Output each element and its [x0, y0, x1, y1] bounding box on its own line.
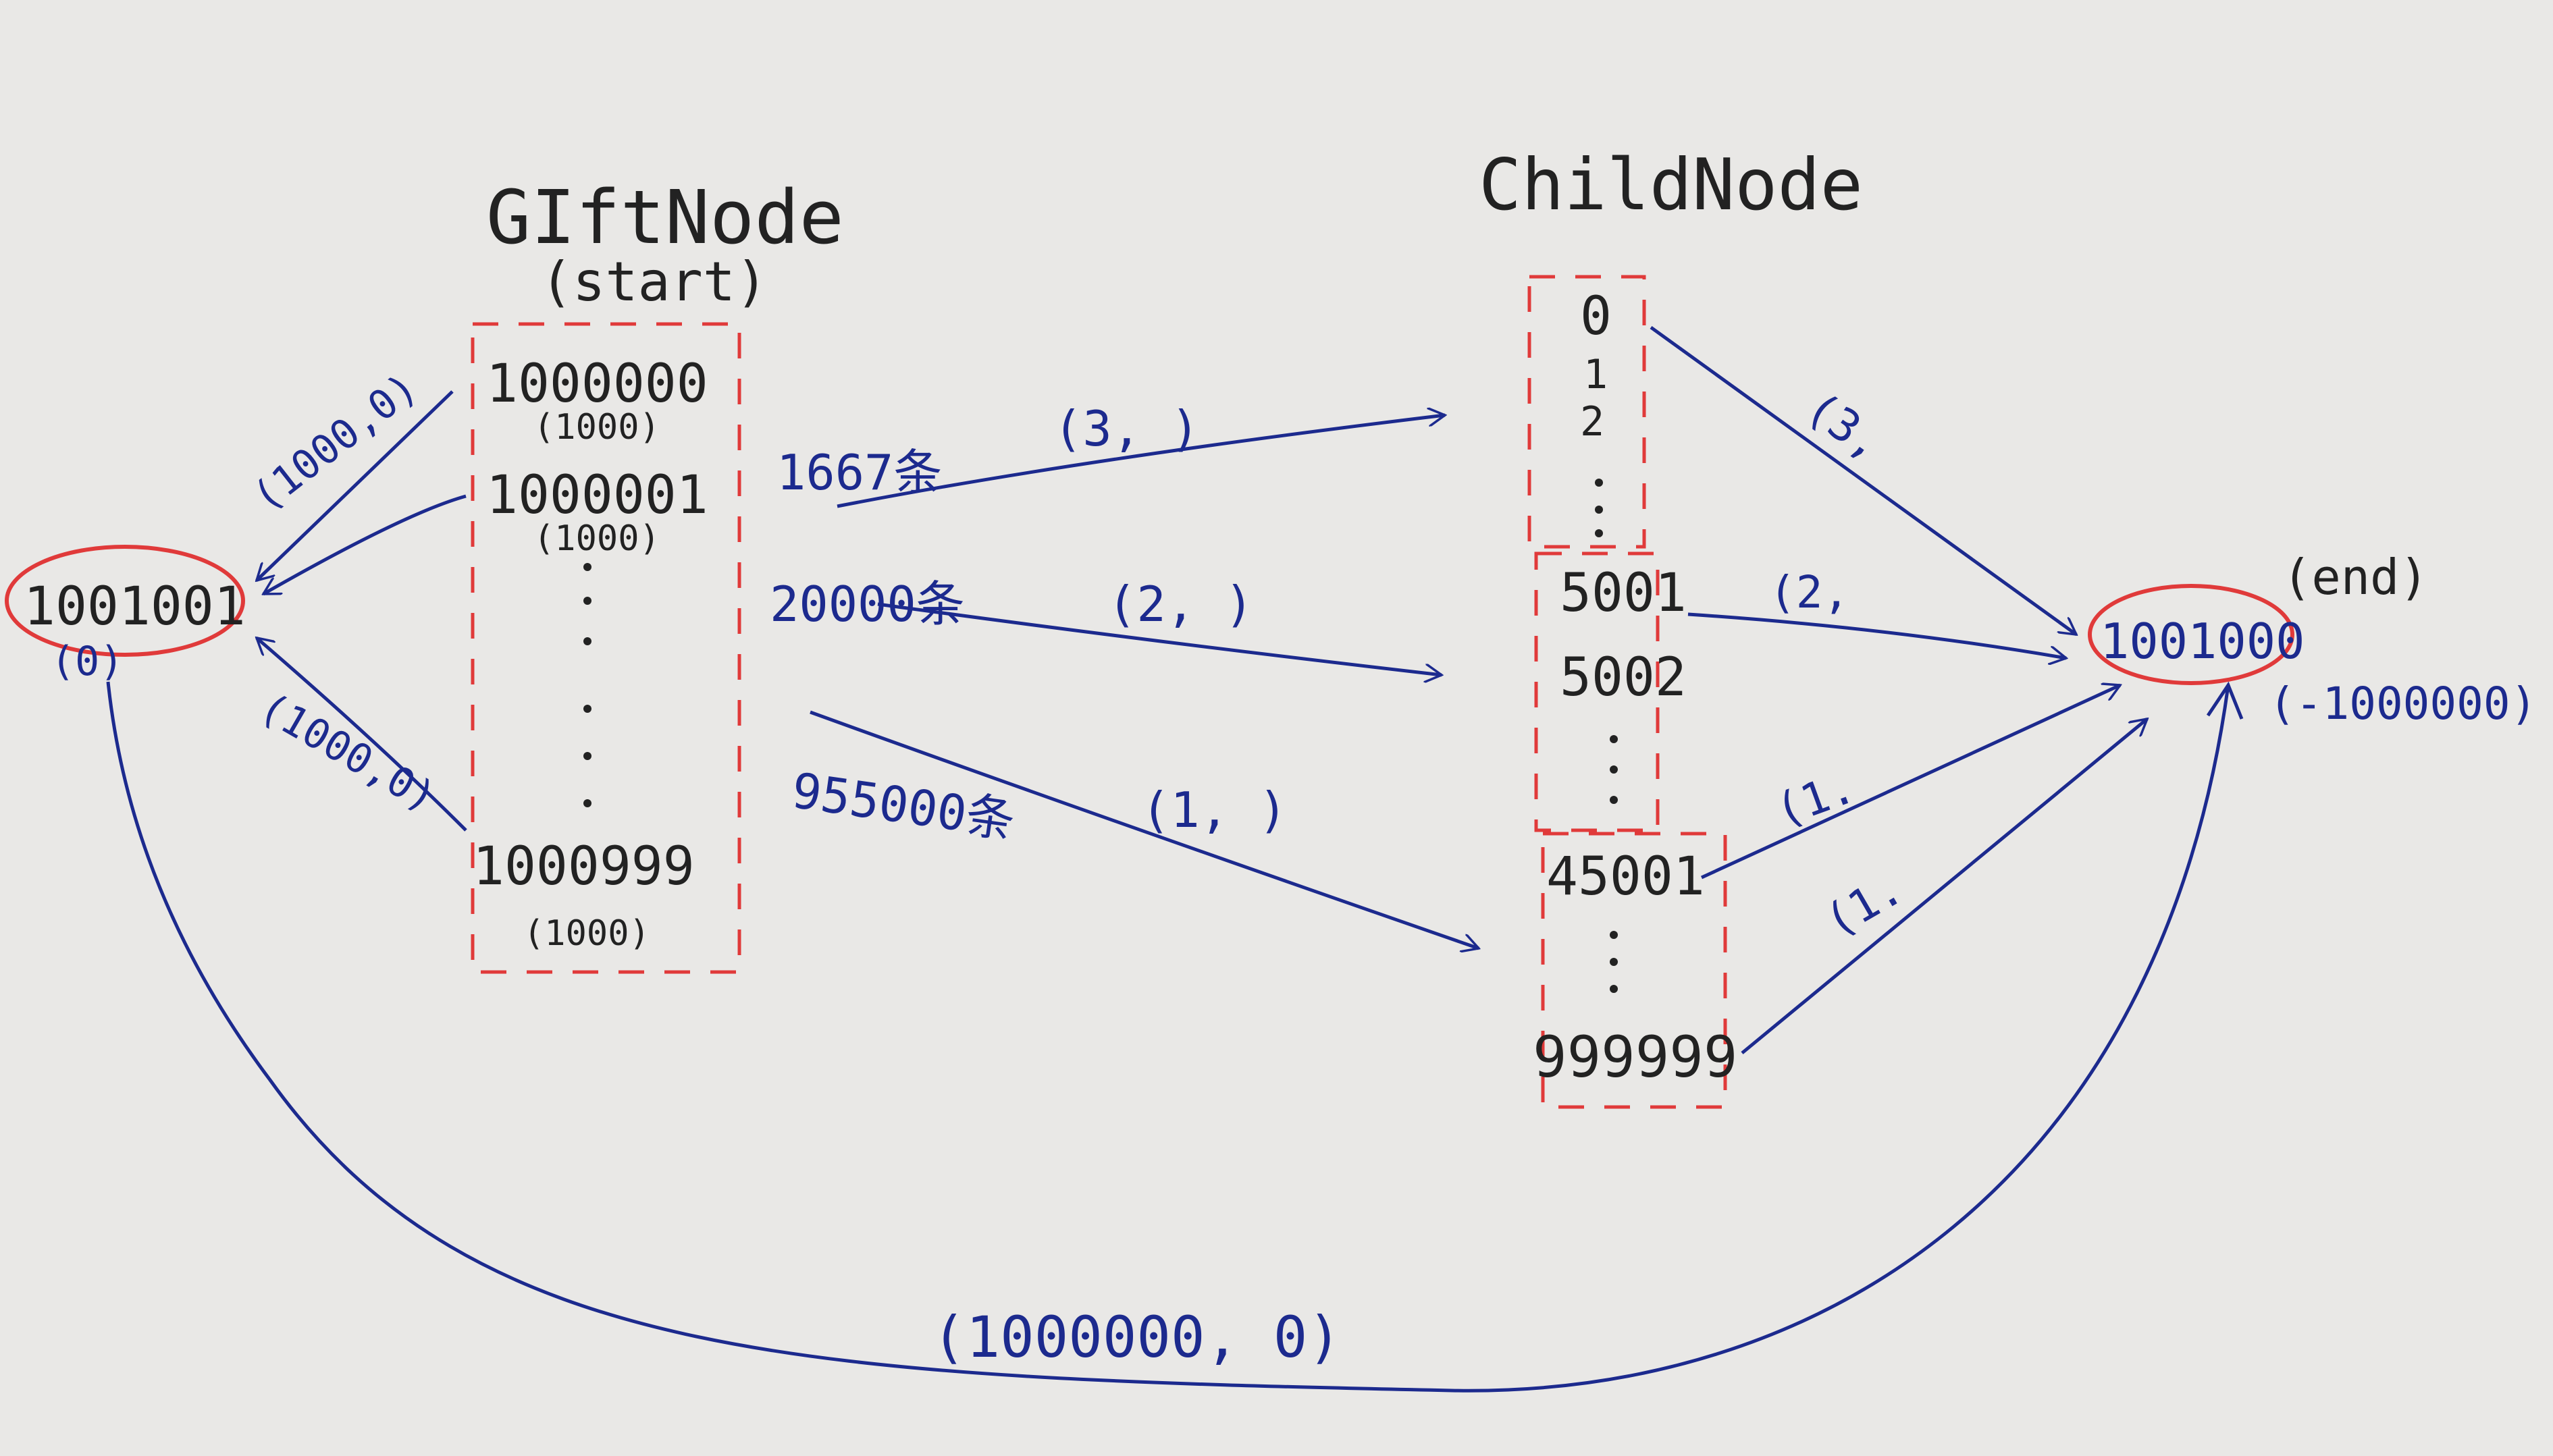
child-item-2: 2	[1580, 398, 1604, 446]
child-ellipsis-3	[1610, 931, 1618, 993]
edge-child5001-sink	[1687, 612, 2066, 658]
edge-child0-sink	[1650, 325, 2076, 635]
edge-group-2-count: 20000条	[770, 576, 965, 632]
child-group-box-2	[1534, 551, 1660, 832]
edge-gift3-source	[257, 638, 467, 832]
edge-group-2-label: (2, )	[1107, 576, 1254, 632]
child-to-sink-edges	[1650, 325, 2147, 1054]
edge-child999999-sink	[1741, 719, 2147, 1054]
gift-item-3-cap: (1000)	[523, 913, 650, 954]
sink-node-demand: (-1000000)	[2269, 678, 2537, 730]
edge-gift2-source	[263, 494, 467, 596]
gift-node-title: GIftNode	[486, 174, 844, 261]
child-item-0: 0	[1580, 286, 1612, 347]
gift-item-2-cap: (1000)	[533, 518, 660, 559]
source-node-ellipse	[5, 545, 245, 657]
child-node-group: ChildNode 0 1 2 5001 5002 45001 999999	[1479, 144, 1863, 1109]
child-item-5002: 5002	[1560, 647, 1687, 708]
gift-ellipsis	[583, 563, 591, 807]
gift-node-group: GIftNode (start) 1000000 (1000) 1000001 …	[471, 174, 844, 974]
edge-group-1	[810, 710, 1479, 948]
source-node-label: (0)	[51, 638, 124, 685]
child-group-box-1	[1527, 275, 1646, 549]
gift-to-source-edges	[257, 390, 467, 832]
edge-child5001-label: (2,	[1769, 566, 1849, 618]
sink-node: 1001000 (end) (-1000000)	[2088, 549, 2537, 730]
gift-item-3-value: 1000999	[473, 836, 695, 897]
edge-group-1-label: (1, )	[1141, 782, 1288, 838]
child-item-999999: 999999	[1533, 1024, 1737, 1090]
gift-to-child-edges	[810, 415, 1479, 948]
child-ellipsis-1	[1595, 479, 1603, 537]
child-item-1: 1	[1583, 351, 1608, 398]
return-edge-label: (1000000, 0)	[932, 1304, 1342, 1370]
source-node-value: 1001001	[24, 576, 246, 637]
gift-item-1-value: 1000000	[486, 354, 708, 414]
edge-group-3-label: (3, )	[1053, 400, 1200, 457]
edge-group-3	[837, 415, 1445, 508]
gift-node-subtitle: (start)	[540, 250, 768, 313]
gift-item-2-value: 1000001	[486, 465, 708, 526]
child-node-title: ChildNode	[1479, 144, 1863, 226]
sink-node-value: 1001000	[2100, 613, 2305, 670]
child-item-45001: 45001	[1546, 846, 1705, 907]
sink-node-ellipse	[2088, 584, 2294, 685]
return-edge-arrowhead	[2206, 681, 2244, 720]
return-edge	[106, 681, 2230, 1393]
child-ellipsis-2	[1610, 735, 1618, 804]
edge-gift1-source	[257, 390, 454, 581]
source-node: 1001001 (0)	[5, 545, 246, 685]
edge-child45001-sink	[1700, 685, 2120, 880]
child-item-5001: 5001	[1560, 563, 1687, 624]
sink-node-end-label: (end)	[2282, 549, 2429, 605]
edge-group-3-count: 1667条	[777, 444, 942, 501]
gift-item-1-cap: (1000)	[533, 407, 660, 448]
edge-group-2	[877, 602, 1442, 675]
